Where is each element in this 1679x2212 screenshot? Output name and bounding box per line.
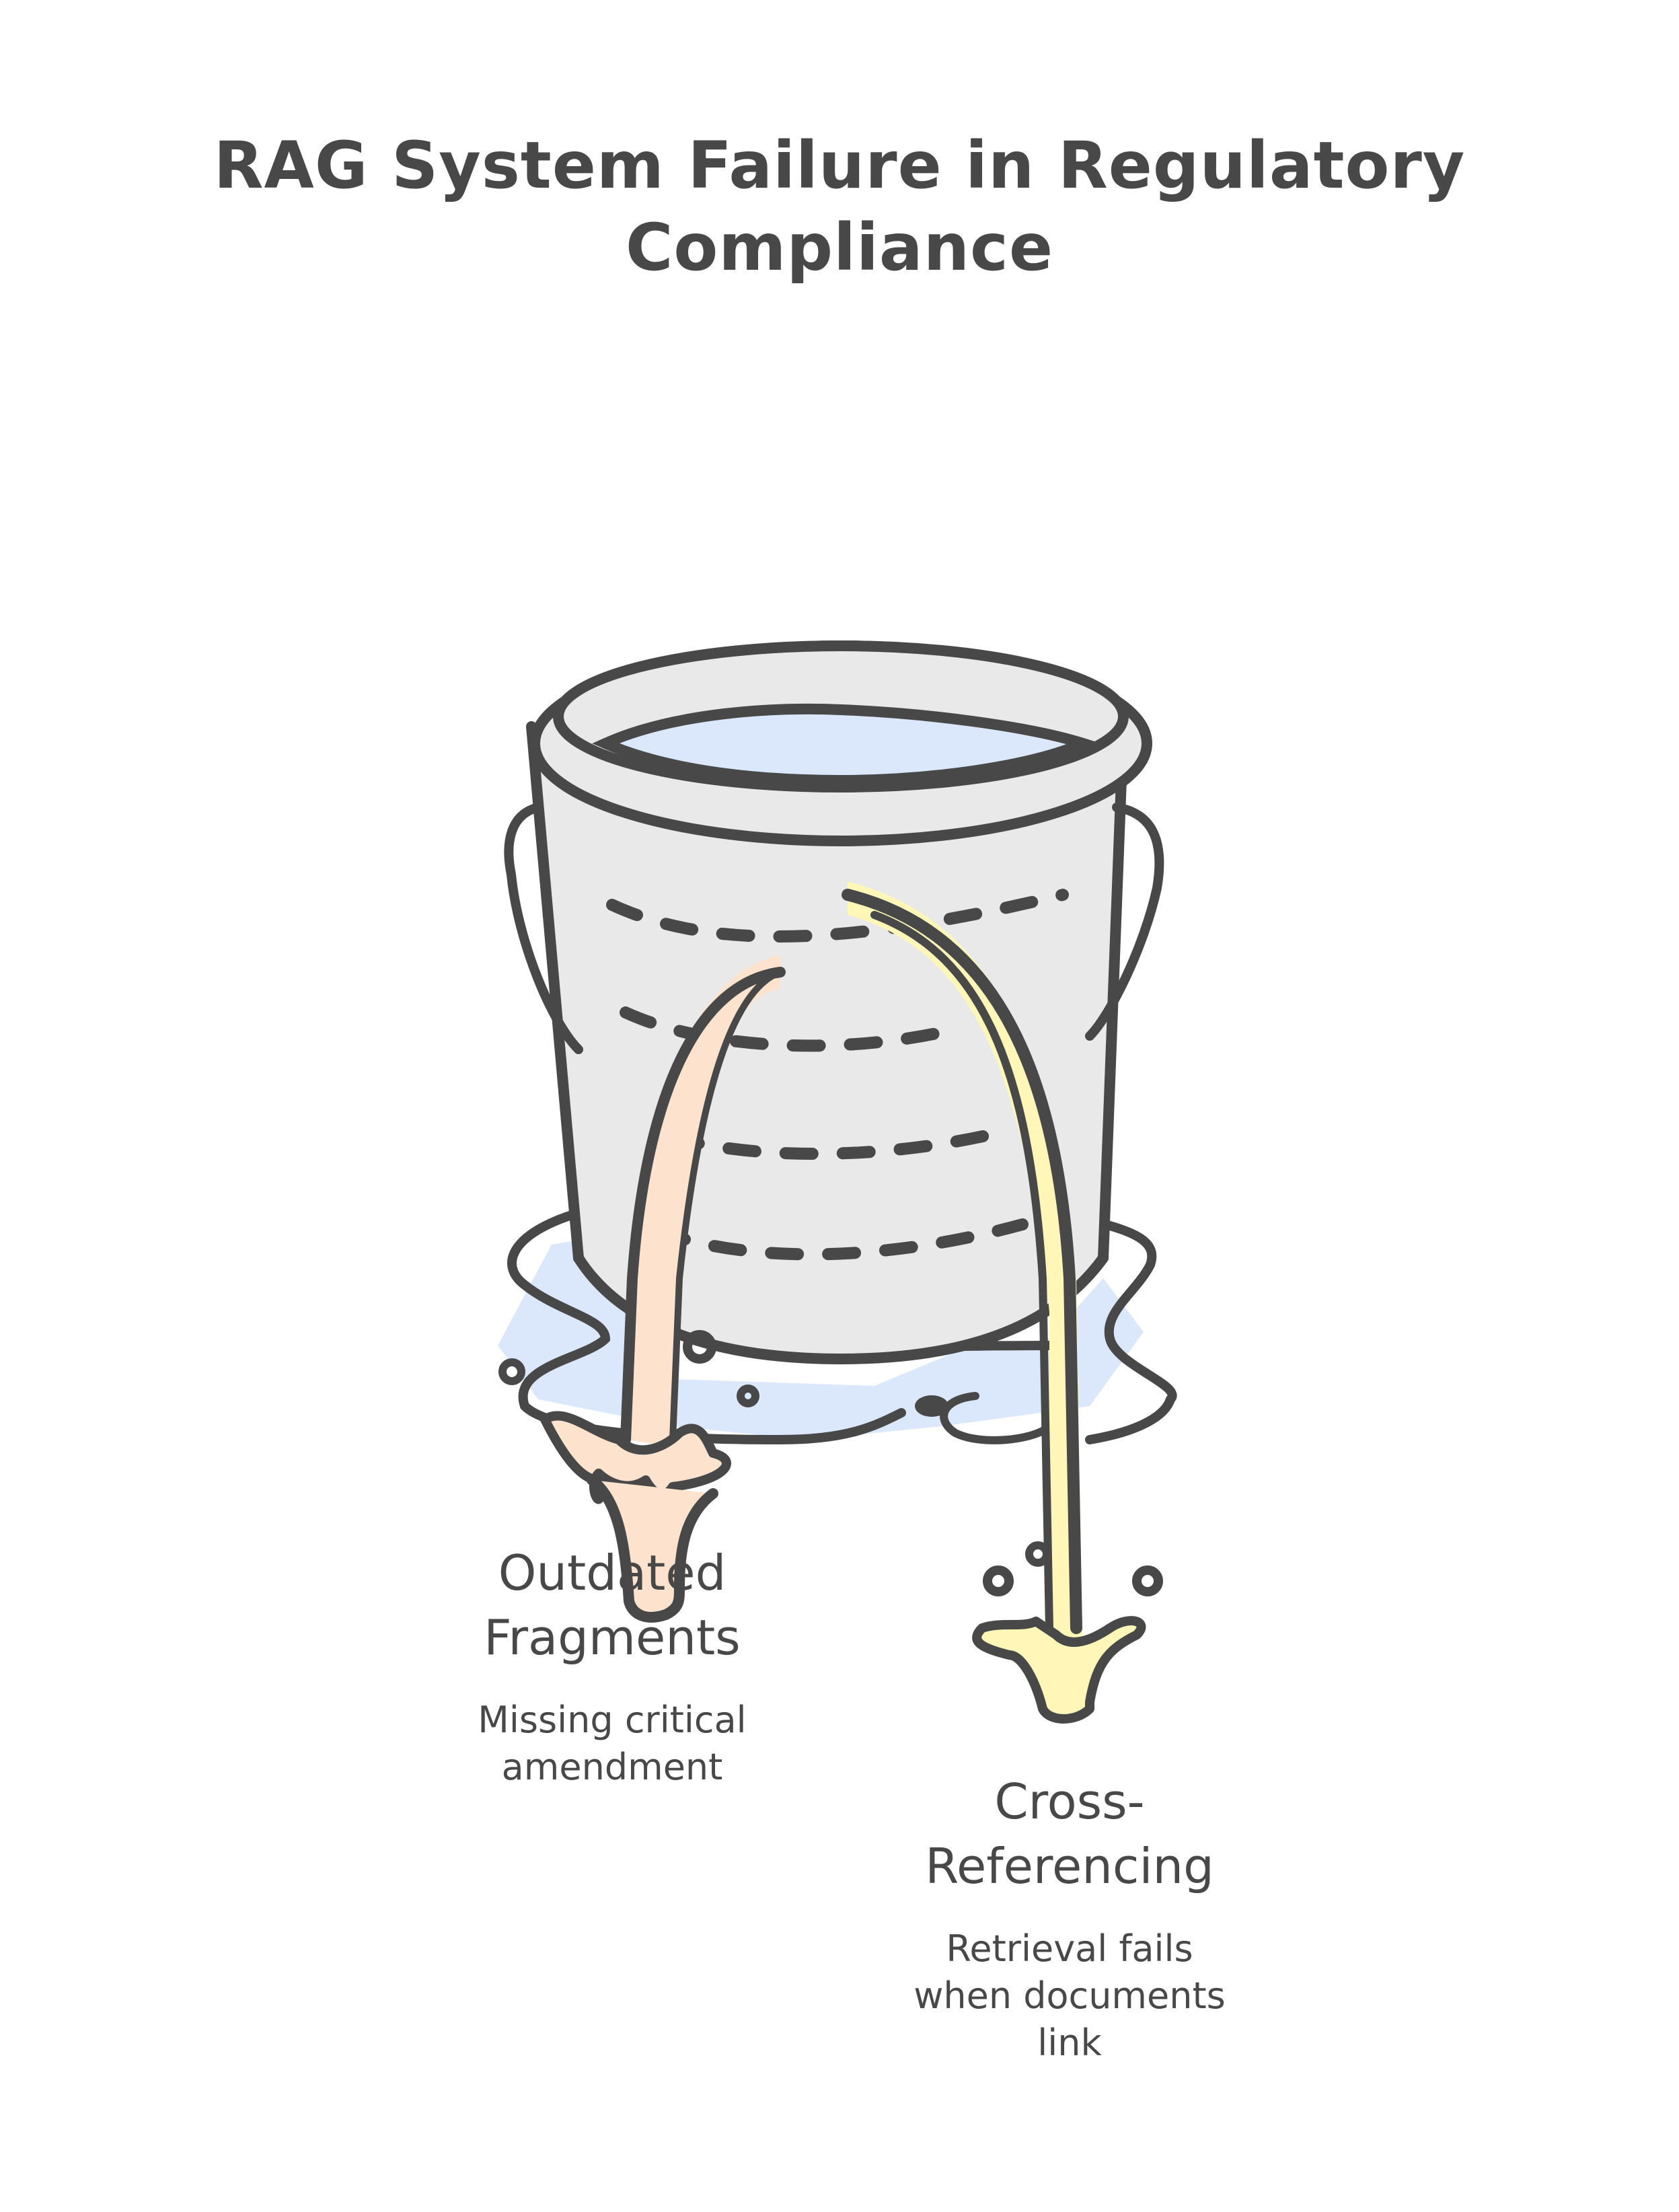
leak-label-outdated-fragments: Outdated Fragments Missing critical amen… (431, 1541, 794, 1791)
leak-title-line-1: Cross- (994, 1773, 1145, 1830)
leak-desc-line-1: Missing critical (478, 1699, 747, 1741)
leak-title-line-2: Referencing (925, 1838, 1214, 1894)
leak-label-cross-referencing: Cross- Referencing Retrieval fails when … (861, 1769, 1278, 2067)
leak-desc-line-3: link (1037, 2022, 1102, 2064)
title-line-1: RAG System Failure in Regulatory (213, 128, 1466, 203)
leak-desc-line-1: Retrieval fails (946, 1927, 1193, 1970)
leak-title-line-2: Fragments (484, 1609, 741, 1666)
leak-desc-line-2: amendment (501, 1746, 723, 1788)
leak-left-stream-icon (498, 955, 786, 1623)
title-line-2: Compliance (625, 210, 1054, 285)
leak-title-line-1: Outdated (498, 1545, 726, 1601)
page-title: RAG System Failure in Regulatory Complia… (0, 124, 1679, 289)
leak-desc-line-2: when documents (913, 1975, 1226, 2017)
leak-right-stream-icon (842, 881, 1163, 1724)
